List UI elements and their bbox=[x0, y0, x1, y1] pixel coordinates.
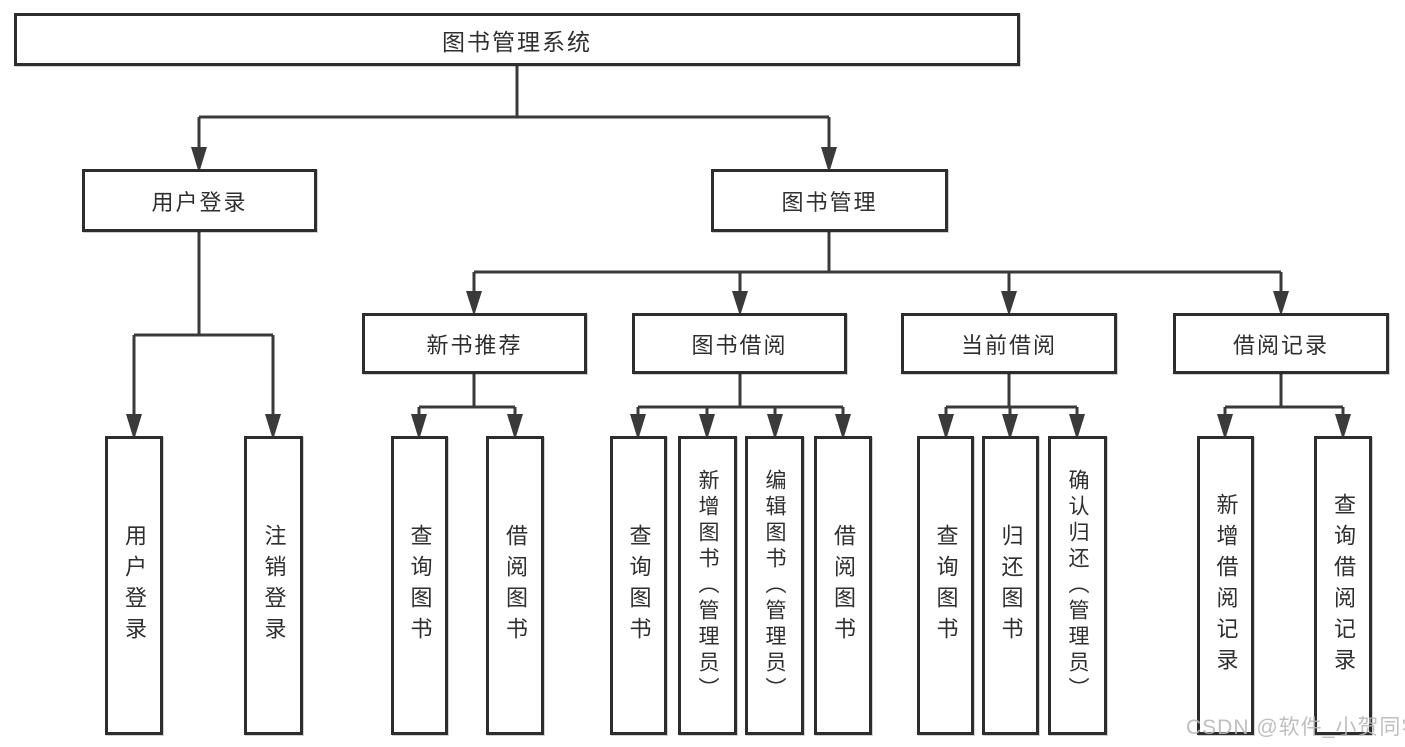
leaf-logout-login: 注销登录 bbox=[244, 436, 303, 735]
node-current-borrowing: 当前借阅 bbox=[901, 313, 1117, 374]
node-user-login: 用户登录 bbox=[82, 169, 317, 232]
connector-user-login bbox=[132, 232, 275, 416]
node-book-borrowing: 图书借阅 bbox=[632, 313, 847, 374]
leaf-add-books-admin: 新增图书（管理员） bbox=[678, 436, 737, 735]
node-book-management: 图书管理 bbox=[711, 169, 948, 232]
leaf-borrow-books-borrowing: 借阅图书 bbox=[814, 436, 872, 735]
csdn-watermark: CSDN @软件_小贺同学 bbox=[1186, 716, 1405, 739]
connector-book-management bbox=[472, 232, 1283, 293]
leaf-borrow-books-recommend: 借阅图书 bbox=[486, 436, 544, 735]
leaf-edit-books-admin: 编辑图书（管理员） bbox=[745, 436, 804, 735]
leaf-return-books: 归还图书 bbox=[982, 436, 1039, 735]
leaf-user-login: 用户登录 bbox=[105, 436, 163, 735]
connector-book-borrow bbox=[636, 374, 845, 416]
leaf-add-borrow-record: 新增借阅记录 bbox=[1197, 436, 1254, 735]
node-library-management-system: 图书管理系统 bbox=[14, 13, 1020, 66]
connector-borrow-records bbox=[1223, 374, 1345, 416]
leaf-query-books-recommend: 查询图书 bbox=[391, 436, 448, 735]
connector-new-book bbox=[417, 374, 517, 416]
node-borrowing-records: 借阅记录 bbox=[1173, 313, 1389, 374]
leaf-query-books-borrowing: 查询图书 bbox=[610, 436, 667, 735]
connector-current-borrow bbox=[944, 374, 1079, 416]
node-new-book-recommend: 新书推荐 bbox=[362, 313, 587, 374]
leaf-confirm-return-admin: 确认归还（管理员） bbox=[1048, 436, 1107, 735]
leaf-query-borrow-record: 查询借阅记录 bbox=[1314, 436, 1372, 735]
connector-root bbox=[197, 66, 831, 150]
leaf-query-books-current: 查询图书 bbox=[917, 436, 974, 735]
